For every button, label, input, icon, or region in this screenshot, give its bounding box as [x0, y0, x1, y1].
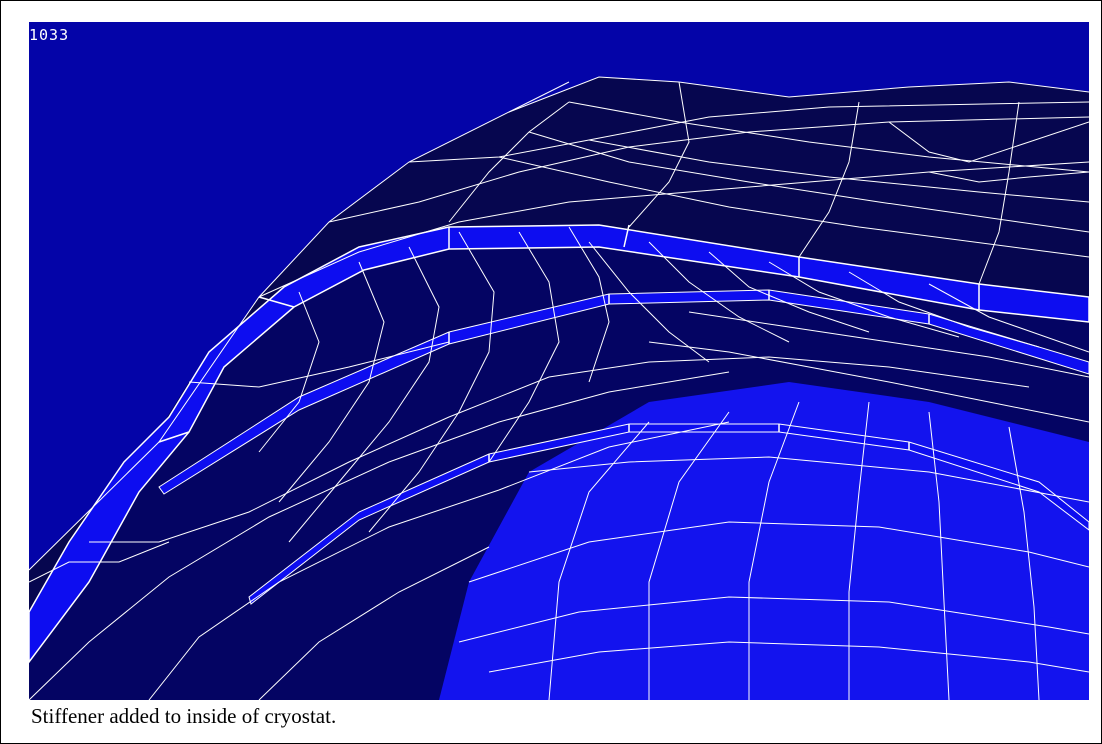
inner-dome-surface [439, 382, 1089, 700]
outer-shell-mesh [29, 76, 1089, 571]
outer-shell-surface [29, 77, 1089, 622]
fea-mesh-render [29, 76, 1089, 700]
fea-mesh-viewport: 1033 [29, 22, 1089, 700]
inner-stiffener-band [158, 289, 1089, 495]
inner-dome-mesh [458, 401, 1089, 700]
lower-stiffener-band [248, 423, 1089, 605]
stiffener-segment-lines [158, 224, 980, 462]
view-number-label: 1033 [29, 26, 70, 44]
inner-shell-mesh [29, 226, 1089, 700]
figure-caption: Stiffener added to inside of cryostat. [31, 704, 337, 728]
